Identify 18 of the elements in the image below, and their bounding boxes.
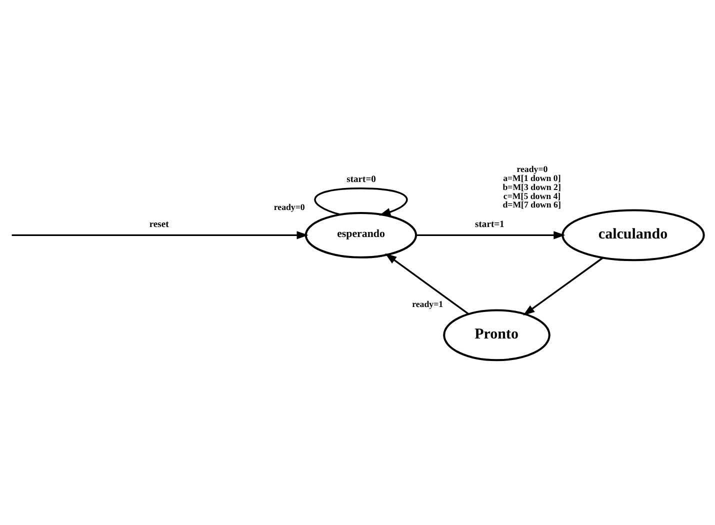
node-label: c=M[5 down 4]: [503, 190, 561, 200]
edge-label: start=0: [346, 174, 376, 185]
arrow: [12, 230, 308, 239]
node-label: ready=1: [412, 298, 444, 308]
node-label: ready=0: [274, 201, 305, 212]
arrow: [314, 187, 408, 216]
node-label: d=M[7 down 6]: [502, 199, 561, 210]
arrow: [523, 256, 604, 315]
arrow: [416, 230, 566, 239]
node-ellipse: Pronto: [443, 308, 550, 361]
node-label: ready=0: [516, 164, 548, 174]
node-label: a=M[1 down 0]: [503, 172, 561, 183]
edge-label: start=1: [475, 218, 504, 230]
node-label: b=M[3 down 2]: [502, 181, 561, 192]
node-ellipse: calculando: [562, 208, 705, 261]
edge-label: reset: [149, 218, 169, 230]
node-ellipse: esperando: [304, 211, 418, 258]
arrow: [385, 252, 469, 314]
